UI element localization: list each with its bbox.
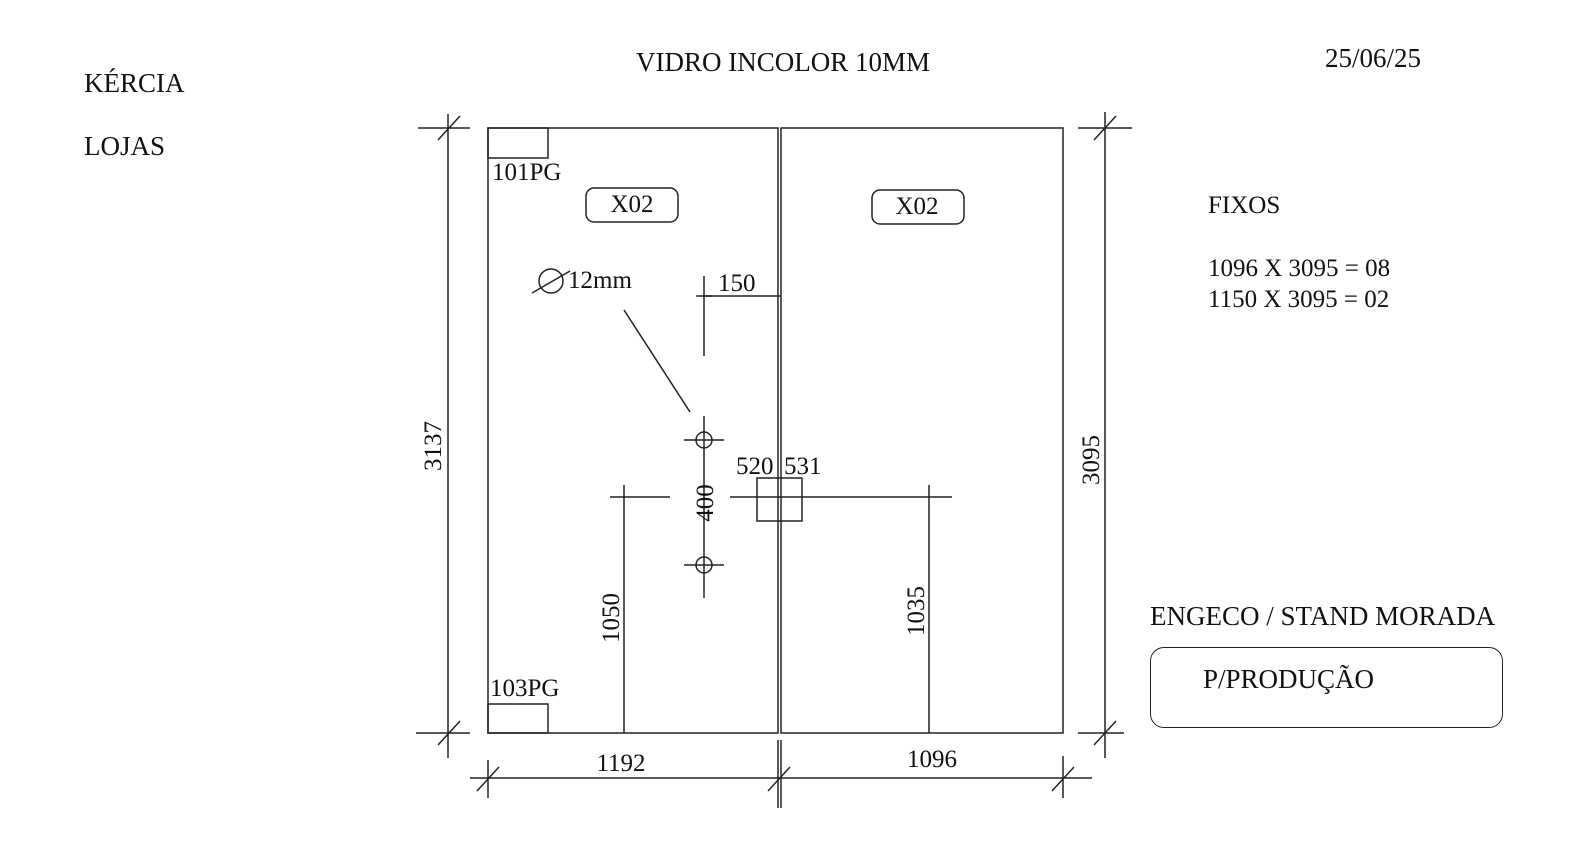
status-label: P/PRODUÇÃO	[1203, 664, 1375, 694]
left-overall-tick-top	[437, 115, 461, 141]
right-overall-tick-top	[1093, 115, 1117, 141]
top-corner-label: 101PG	[492, 159, 561, 186]
left-overall-height-label: 3137	[420, 421, 447, 471]
left-width-label: 1192	[596, 750, 645, 777]
right-glass-panel	[780, 127, 1064, 734]
diameter-symbol-circle	[538, 268, 564, 294]
center-hardware-square	[756, 477, 803, 522]
date-label: 25/06/25	[1325, 43, 1422, 73]
left-tag-box	[585, 187, 679, 223]
diameter-symbol-line	[531, 270, 571, 294]
material-title: VIDRO INCOLOR 10MM	[636, 47, 931, 77]
fixos-title: FIXOS	[1208, 192, 1281, 219]
project-name: ENGECO / STAND MORADA	[1150, 601, 1496, 631]
client-name: KÉRCIA	[84, 68, 185, 98]
bottom-tick-middle	[767, 766, 791, 792]
left-hole-distance-label: 520	[736, 453, 774, 480]
bottom-corner-patch	[487, 703, 549, 734]
left-panel-tag: X02	[610, 191, 653, 218]
fixos-line-2: 1150 X 3095 = 02	[1208, 286, 1390, 313]
bottom-corner-label: 103PG	[490, 675, 559, 702]
location-label: LOJAS	[84, 131, 166, 161]
right-hole-height-label: 1035	[903, 586, 930, 636]
hole-diameter-label: 12mm	[568, 267, 632, 294]
right-overall-tick-bottom	[1093, 720, 1117, 746]
right-tag-box	[871, 189, 965, 225]
right-hole-distance-label: 531	[784, 453, 822, 480]
left-hole-height-label: 1050	[598, 593, 625, 643]
right-width-label: 1096	[907, 746, 957, 773]
left-glass-panel	[487, 127, 779, 734]
status-box	[1150, 647, 1503, 728]
hole-spacing-label: 400	[692, 484, 719, 522]
bottom-tick-right	[1051, 766, 1075, 792]
right-overall-height-label: 3095	[1078, 435, 1105, 485]
left-overall-tick-bottom	[437, 720, 461, 746]
fixos-line-1: 1096 X 3095 = 08	[1208, 255, 1391, 282]
top-corner-patch	[487, 127, 549, 159]
bottom-tick-left	[476, 766, 500, 792]
hole-leader-line	[623, 309, 691, 413]
edge-offset-label: 150	[718, 270, 756, 297]
right-panel-tag: X02	[895, 193, 938, 220]
